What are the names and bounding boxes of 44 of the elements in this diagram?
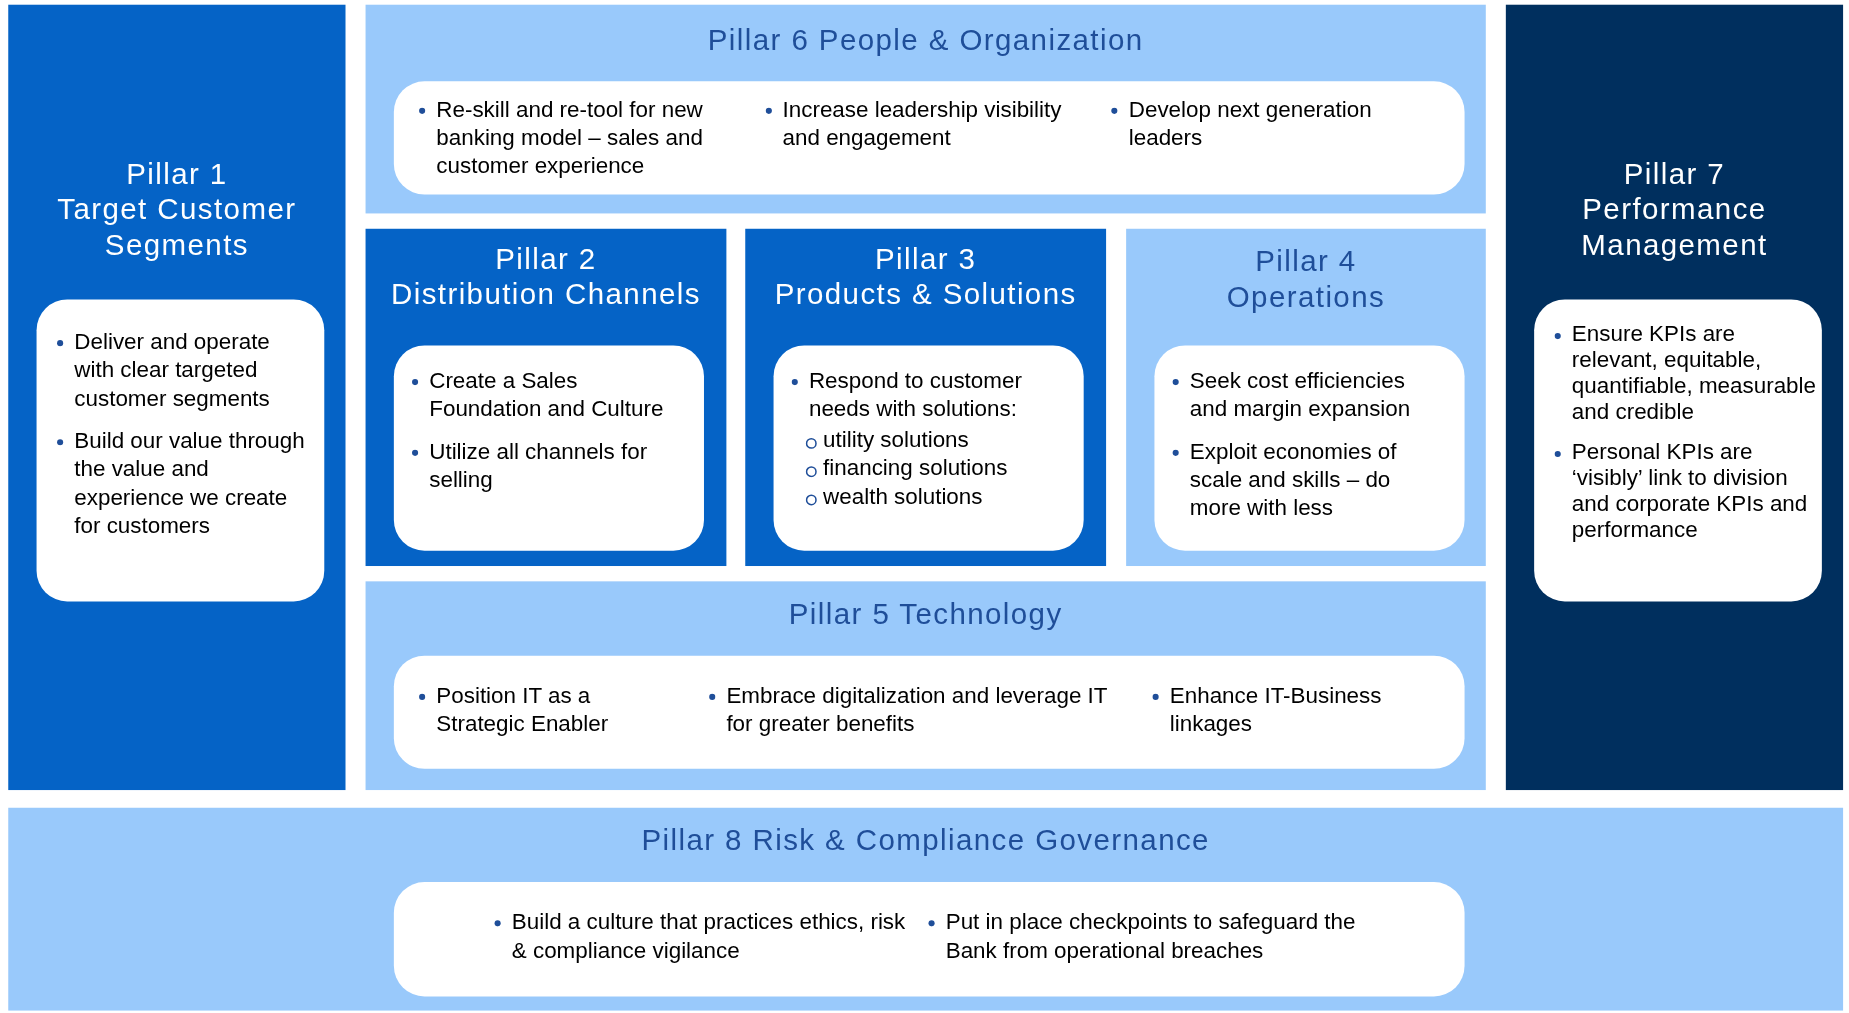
pillar-title: Pillar 4 Operations (1225, 243, 1387, 314)
bullet-text: Utilize all channels for selling (429, 438, 648, 492)
pillar-panel (365, 4, 1486, 214)
sub-bullet-text: financing solutions (823, 455, 1008, 480)
pillar-panel (8, 4, 346, 791)
pillar-title: Pillar 5 Technology (787, 595, 1064, 631)
bullet-card (393, 81, 1465, 195)
bullet-text: Re-skill and re-tool for new banking model – sales and customer experience (436, 96, 703, 179)
bullet-text: Enhance IT-Business linkages (1169, 682, 1382, 736)
bullet-text: Develop next generation leaders (1128, 96, 1372, 150)
bullet-text: Increase leadership visibility and engagement (782, 96, 1062, 150)
bullet-card (773, 345, 1084, 551)
bullet-text: Embrace digitalization and leverage IT for greater benefits (726, 682, 1108, 736)
sub-bullet-text: utility solutions (823, 426, 969, 452)
pillar-title: Pillar 6 People & Organization (706, 21, 1145, 57)
bullet-text: Ensure KPIs are relevant, equitable, quantifiable, measurable and credible (1571, 320, 1816, 424)
bullet-card (1154, 345, 1465, 551)
bullet-card (393, 882, 1465, 997)
bullet-text: Position IT as a Strategic Enabler (436, 682, 609, 736)
pillar-panel (1126, 228, 1486, 566)
pillar-panel (365, 581, 1486, 791)
pillar-title: Pillar 7 Performance Management (1580, 155, 1769, 262)
pillar-panel (365, 228, 727, 566)
bullet-card (1534, 299, 1822, 602)
pillar-title: Pillar 8 Risk & Compliance Governance (640, 822, 1211, 858)
bullet-text: Build a culture that practices ethics, risk & compliance vigilance (511, 909, 906, 963)
pillar-title: Pillar 3 Products & Solutions (773, 240, 1078, 312)
pillar-panel (8, 807, 1844, 1011)
pillar-panel (745, 228, 1107, 566)
bullet-text: Build our value through the value and experience we create for customers (74, 428, 305, 538)
pillar-title: Pillar 1 Target Customer Segments (56, 155, 298, 262)
pillar-panel (1505, 4, 1844, 791)
bullet-text: Put in place checkpoints to safeguard the Bank from operational breaches (945, 909, 1356, 963)
bullet-text: Respond to customer needs with solutions: (808, 367, 1022, 421)
pillar-title: Pillar 2 Distribution Channels (390, 240, 702, 312)
bullet-text: Seek cost efficiencies and margin expansion (1189, 367, 1411, 421)
bullet-card (393, 345, 704, 551)
bullet-text: Exploit economies of scale and skills – do more with less (1189, 438, 1397, 521)
bullet-card (393, 655, 1465, 769)
bullet-card (36, 299, 325, 602)
bullet-text: Create a Sales Foundation and Culture (429, 367, 664, 421)
bullet-text: Deliver and operate with clear targeted customer segments (74, 329, 270, 411)
sub-bullet-text: wealth solutions (823, 483, 983, 509)
bullet-text: Personal KPIs are ‘visibly’ link to division and corporate KPIs and performance (1571, 438, 1808, 542)
